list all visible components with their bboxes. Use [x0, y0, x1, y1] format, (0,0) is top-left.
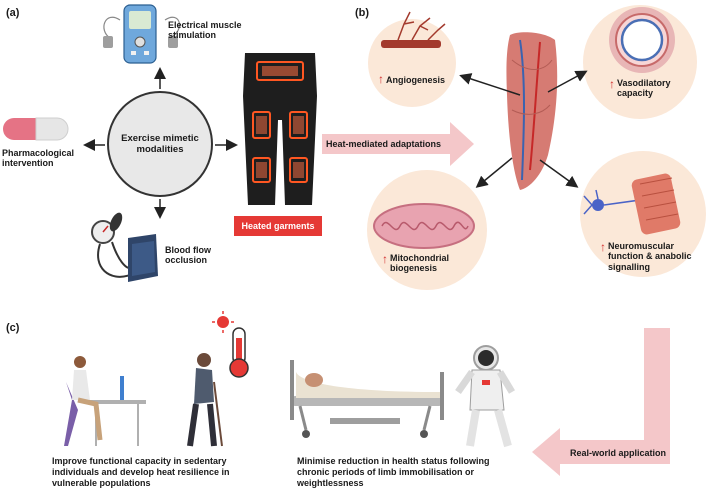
- increase-arrow-icon: ↑: [382, 252, 388, 266]
- real-world-arrow-shape: [532, 328, 670, 476]
- real-world-label: Real-world application: [570, 448, 667, 458]
- center-label: Exercise mimetic modalities: [121, 132, 199, 155]
- astronaut-icon: [455, 345, 516, 448]
- mitochondrial-label: ↑Mitochondrial biogenesis: [382, 252, 462, 274]
- pharma-label: Pharmacological intervention: [2, 148, 75, 169]
- blood-pressure-cuff-icon: [91, 212, 158, 282]
- artery-cross-section-icon: [609, 7, 675, 73]
- hospital-bed-icon: [290, 360, 444, 438]
- neuron-muscle-icon: [583, 173, 681, 235]
- panel-label-b: (b): [355, 7, 370, 19]
- office-worker-icon: [64, 356, 146, 446]
- thermometer-heat-icon: [212, 311, 249, 378]
- bfo-label: Blood flow occlusion: [165, 245, 211, 266]
- neuromuscular-text: Neuromuscular function & anabolic signal…: [608, 241, 692, 272]
- blood-vessel-icon: [381, 11, 446, 48]
- heated-trousers-icon: [243, 53, 317, 205]
- panel-label-a: (a): [6, 7, 20, 19]
- ems-label: Electrical muscle stimulation: [168, 20, 242, 41]
- mitochondrial-text: Mitochondrial biogenesis: [390, 253, 449, 274]
- vasodilatory-text: Vasodilatory capacity: [617, 78, 671, 99]
- heat-mediated-label: Heat-mediated adaptations: [326, 139, 442, 149]
- right-caption: Minimise reduction in health status foll…: [297, 456, 490, 488]
- left-caption: Improve functional capacity in sedentary…: [52, 456, 230, 488]
- increase-arrow-icon: ↑: [600, 240, 606, 254]
- heated-garments-label: Heated garments: [234, 216, 322, 236]
- pill-capsule-icon: [3, 117, 69, 141]
- ems-device-icon: [103, 4, 181, 64]
- exercise-mimetic-circle: Exercise mimetic modalities: [107, 91, 213, 197]
- angiogenesis-bubble: [368, 19, 456, 107]
- heat-arrow-shape: [322, 122, 474, 166]
- angiogenesis-label: ↑Angiogenesis: [378, 72, 458, 87]
- vasodilatory-label: ↑Vasodilatory capacity: [609, 77, 681, 99]
- panel-label-c: (c): [6, 322, 20, 334]
- neuromuscular-label: ↑Neuromuscular function & anabolic signa…: [600, 240, 700, 272]
- arrow-to-angio: [459, 73, 521, 96]
- arrow-to-neuro: [539, 159, 579, 188]
- increase-arrow-icon: ↑: [609, 77, 615, 91]
- increase-arrow-icon: ↑: [378, 72, 384, 86]
- mitochondrion-icon: [373, 203, 475, 249]
- arrow-to-mito: [475, 157, 513, 188]
- arrow-to-vaso: [547, 70, 588, 93]
- elderly-man-icon: [187, 353, 223, 447]
- angiogenesis-text: Angiogenesis: [386, 74, 446, 85]
- leg-muscle-icon: [506, 32, 558, 191]
